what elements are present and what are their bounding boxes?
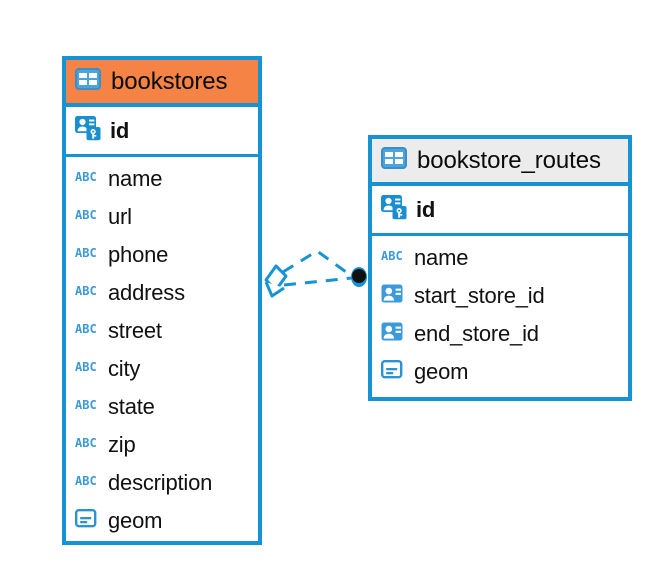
field-row[interactable]: ABC address — [66, 274, 258, 312]
field-label: phone — [108, 242, 169, 267]
svg-text:ABC: ABC — [75, 208, 97, 222]
entity-field-section: ABC name start_store_id — [372, 236, 628, 391]
entity-title: bookstores — [111, 67, 228, 95]
field-label: url — [108, 204, 132, 229]
field-label: end_store_id — [414, 321, 539, 346]
field-label: description — [108, 470, 213, 495]
field-row[interactable]: end_store_id — [372, 315, 628, 353]
field-row[interactable]: id — [66, 107, 258, 154]
field-row[interactable]: ABC state — [66, 388, 258, 426]
primary-key-icon — [381, 194, 407, 225]
field-row[interactable]: id — [372, 186, 628, 233]
geometry-icon — [381, 359, 405, 386]
field-label: geom — [414, 359, 469, 384]
entity-header-bookstore-routes[interactable]: bookstore_routes — [372, 139, 628, 186]
relationship-line-upper[interactable] — [282, 249, 354, 279]
field-row[interactable]: ABC street — [66, 312, 258, 350]
entity-title: bookstore_routes — [417, 146, 601, 174]
primary-key-icon — [75, 115, 101, 146]
field-label: zip — [108, 432, 136, 457]
field-label: state — [108, 394, 155, 419]
abc-icon: ABC — [75, 474, 99, 493]
field-label: id — [110, 117, 130, 143]
foreign-key-icon — [381, 283, 405, 310]
relationship-line-lower[interactable] — [283, 276, 353, 287]
diamond-marker[interactable] — [264, 264, 288, 298]
table-icon — [381, 147, 407, 174]
field-label: street — [108, 318, 162, 343]
abc-icon: ABC — [75, 436, 99, 455]
abc-icon: ABC — [75, 246, 99, 265]
entity-field-section: ABC name ABC url ABC p — [66, 157, 258, 540]
abc-icon: ABC — [75, 322, 99, 341]
abc-icon: ABC — [381, 249, 405, 268]
field-label: geom — [108, 508, 163, 533]
field-row[interactable]: ABC description — [66, 464, 258, 502]
entity-bookstore-routes[interactable]: bookstore_routes — [368, 135, 632, 401]
field-row[interactable]: ABC phone — [66, 236, 258, 274]
svg-text:ABC: ABC — [75, 398, 97, 412]
abc-icon: ABC — [75, 360, 99, 379]
svg-text:ABC: ABC — [75, 474, 97, 488]
field-row[interactable]: ABC name — [66, 160, 258, 198]
svg-text:ABC: ABC — [75, 284, 97, 298]
svg-text:ABC: ABC — [75, 170, 97, 184]
svg-text:ABC: ABC — [381, 249, 403, 263]
filled-circle-marker[interactable] — [351, 267, 367, 287]
field-row[interactable]: start_store_id — [372, 277, 628, 315]
svg-text:ABC: ABC — [75, 246, 97, 260]
field-row[interactable]: ABC city — [66, 350, 258, 388]
abc-icon: ABC — [75, 398, 99, 417]
entity-bookstores[interactable]: bookstores — [62, 56, 262, 545]
svg-text:ABC: ABC — [75, 322, 97, 336]
abc-icon: ABC — [75, 170, 99, 189]
field-row[interactable]: geom — [372, 353, 628, 391]
table-icon — [75, 68, 101, 95]
svg-text:ABC: ABC — [75, 436, 97, 450]
field-row[interactable]: geom — [66, 502, 258, 540]
field-row[interactable]: ABC zip — [66, 426, 258, 464]
field-row[interactable]: ABC url — [66, 198, 258, 236]
field-label: id — [416, 196, 436, 222]
entity-key-section: id — [372, 186, 628, 236]
entity-key-section: id — [66, 107, 258, 157]
field-label: start_store_id — [414, 283, 545, 308]
field-label: city — [108, 356, 141, 381]
field-row[interactable]: ABC name — [372, 239, 628, 277]
geometry-icon — [75, 508, 99, 535]
abc-icon: ABC — [75, 208, 99, 227]
field-label: name — [108, 166, 163, 191]
entity-header-bookstores[interactable]: bookstores — [66, 60, 258, 107]
abc-icon: ABC — [75, 284, 99, 303]
svg-text:ABC: ABC — [75, 360, 97, 374]
field-label: address — [108, 280, 185, 305]
field-label: name — [414, 245, 469, 270]
foreign-key-icon — [381, 321, 405, 348]
